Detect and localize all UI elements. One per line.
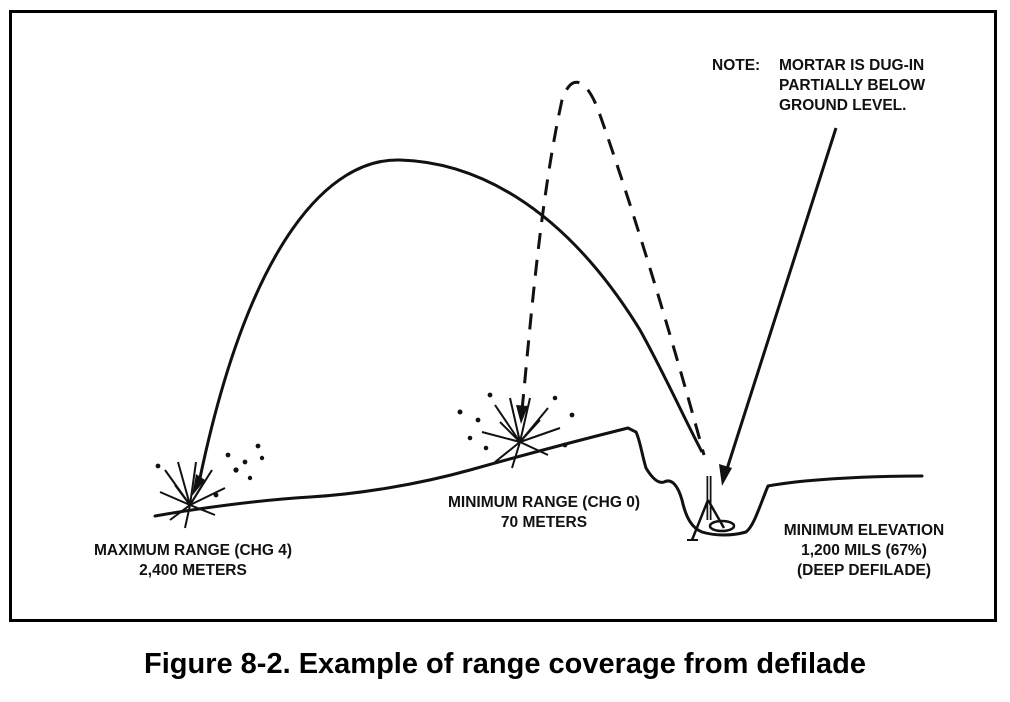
max-range-burst-icon xyxy=(155,443,265,529)
note-prefix: NOTE: xyxy=(712,57,761,74)
max-range-trajectory xyxy=(198,158,704,479)
max-range-label: MAXIMUM RANGE (CHG 4) xyxy=(93,542,293,559)
min-elevation-label: MINIMUM ELEVATION xyxy=(783,522,945,539)
ground-profile xyxy=(153,426,924,537)
min-range-burst-icon xyxy=(457,392,575,469)
note-line-2: PARTIALLY BELOW xyxy=(779,77,926,94)
figure-caption: Figure 8-2. Example of range coverage fr… xyxy=(144,648,866,680)
min-range-trajectory xyxy=(520,80,706,456)
figure-frame xyxy=(9,10,997,622)
mortar-icon xyxy=(687,476,736,541)
max-range-arrowhead xyxy=(192,474,205,496)
note-line-3: GROUND LEVEL. xyxy=(779,97,907,114)
min-range-arrowhead xyxy=(516,405,528,424)
max-range-distance: 2,400 METERS xyxy=(139,562,247,579)
note-pointer-arrowhead xyxy=(719,464,732,486)
note-pointer-arrow xyxy=(724,127,838,473)
note-line-1: MORTAR IS DUG-IN xyxy=(779,57,925,74)
min-range-distance: 70 METERS xyxy=(500,514,588,531)
min-elevation-defilade: (DEEP DEFILADE) xyxy=(796,562,932,579)
min-elevation-value: 1,200 MILS (67%) xyxy=(801,542,927,559)
min-range-label: MINIMUM RANGE (CHG 0) xyxy=(447,494,641,511)
